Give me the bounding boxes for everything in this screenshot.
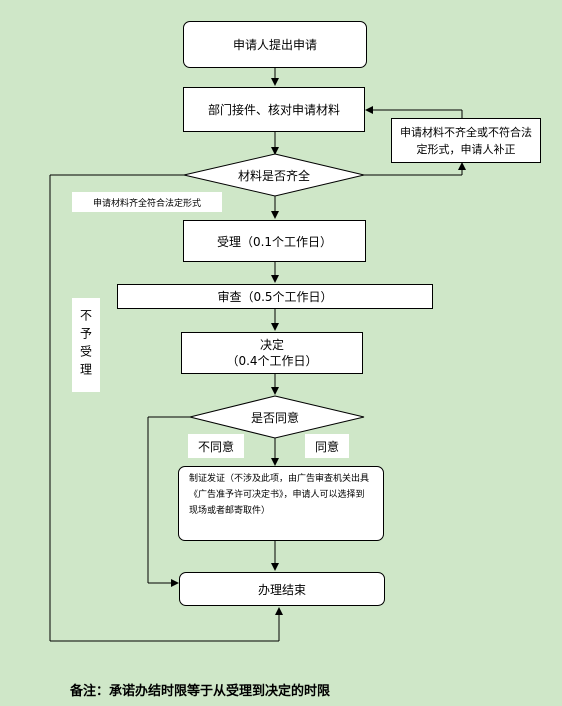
- decide-box: 决定 （0.4个工作日）: [181, 332, 363, 374]
- materials-check-text: 材料是否齐全: [237, 169, 310, 183]
- complete-label: 申请材料齐全符合法定形式: [72, 192, 222, 212]
- not-accept-label: 不予受理: [72, 298, 100, 392]
- decide-title: 决定: [259, 338, 284, 352]
- disagree-label: 不同意: [188, 434, 244, 458]
- apply-box: 申请人提出申请: [183, 21, 367, 68]
- footnote: 备注：承诺办结时限等于从受理到决定的时限: [70, 684, 331, 699]
- accept-box: 受理（0.1个工作日）: [183, 220, 366, 262]
- certificate-box: 制证发证（不涉及此项，由广告审查机关出具《广告准予许可决定书》，申请人可以选择到…: [178, 466, 384, 541]
- agree-label: 同意: [305, 434, 349, 458]
- materials-check-diamond: [183, 153, 365, 197]
- receive-box: 部门接件、核对申请材料: [183, 87, 365, 132]
- agree-check-text: 是否同意: [250, 411, 299, 425]
- decide-time: （0.4个工作日）: [226, 354, 318, 368]
- end-box: 办理结束: [179, 572, 385, 606]
- agree-check-diamond: [189, 395, 365, 439]
- review-box: 审查（0.5个工作日）: [117, 284, 433, 309]
- supplement-box: 申请材料不齐全或不符合法定形式，申请人补正: [391, 118, 541, 163]
